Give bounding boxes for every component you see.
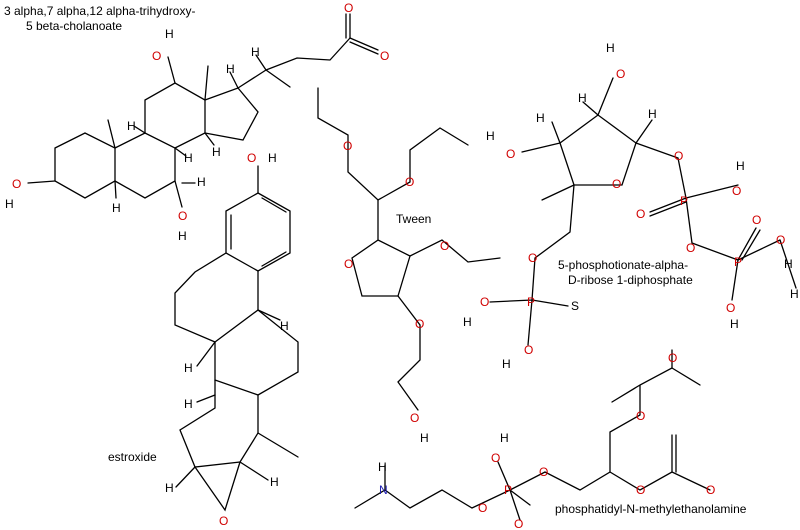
atom-oxygen: O <box>514 517 523 530</box>
phosphatidyl-structure <box>354 349 711 521</box>
atom-hydrogen: H <box>378 460 387 474</box>
atom-nitrogen: N <box>379 483 388 497</box>
atom-hydrogen: H <box>606 41 615 55</box>
atom-oxygen: O <box>524 343 533 357</box>
ribose-structure <box>489 77 797 346</box>
atom-phosphorus: P <box>680 194 688 208</box>
atom-hydrogen: H <box>268 151 277 165</box>
atom-hydrogen: H <box>736 159 745 173</box>
atom-oxygen: O <box>219 514 228 528</box>
atom-hydrogen: H <box>730 317 739 331</box>
atom-oxygen: O <box>726 301 735 315</box>
atom-hydrogen: H <box>536 111 545 125</box>
atom-oxygen: O <box>616 67 625 81</box>
atom-oxygen: O <box>405 175 414 189</box>
atom-hydrogen: H <box>184 361 193 375</box>
atom-oxygen: O <box>528 251 537 265</box>
atom-labels: O H O H O H O O H H H H H H H O H H H H … <box>5 1 799 530</box>
atom-oxygen: O <box>491 451 500 465</box>
atom-oxygen: O <box>344 1 353 15</box>
atom-hydrogen: H <box>790 287 799 301</box>
atom-oxygen: O <box>478 501 487 515</box>
atom-phosphorus: P <box>734 255 742 269</box>
atom-hydrogen: H <box>212 145 221 159</box>
atom-hydrogen: H <box>127 119 136 133</box>
atom-hydrogen: H <box>165 481 174 495</box>
phosphatidyl-label: phosphatidyl-N-methylethanolamine <box>555 502 747 516</box>
atom-oxygen: O <box>752 213 761 227</box>
atom-hydrogen: H <box>270 475 279 489</box>
atom-sulfur: S <box>571 299 579 313</box>
atom-oxygen: O <box>152 49 161 63</box>
estroxide-structure <box>174 165 299 512</box>
atom-hydrogen: H <box>184 397 193 411</box>
atom-hydrogen: H <box>784 257 793 271</box>
atom-hydrogen: H <box>251 45 260 59</box>
atom-oxygen: O <box>380 49 389 63</box>
atom-hydrogen: H <box>486 129 495 143</box>
atom-hydrogen: H <box>648 107 657 121</box>
atom-oxygen: O <box>12 177 21 191</box>
estroxide-label: estroxide <box>108 450 157 464</box>
ribose-label-line2: D-ribose 1-diphosphate <box>568 273 693 287</box>
atom-hydrogen: H <box>280 319 289 333</box>
atom-oxygen: O <box>776 233 785 247</box>
atom-hydrogen: H <box>112 201 121 215</box>
cholanoate-structure <box>27 13 379 208</box>
atom-hydrogen: H <box>178 229 187 243</box>
atom-oxygen: O <box>612 177 621 191</box>
atom-oxygen: O <box>674 149 683 163</box>
atom-hydrogen: H <box>197 175 206 189</box>
atom-hydrogen: H <box>420 431 429 445</box>
atom-oxygen: O <box>506 147 515 161</box>
atom-oxygen: O <box>440 239 449 253</box>
atom-oxygen: O <box>410 411 419 425</box>
atom-oxygen: O <box>247 151 256 165</box>
atom-oxygen: O <box>686 241 695 255</box>
ribose-label-line1: 5-phosphotionate-alpha- <box>558 258 689 272</box>
atom-hydrogen: H <box>184 151 193 165</box>
atom-hydrogen: H <box>578 91 587 105</box>
atom-oxygen: O <box>344 257 353 271</box>
atom-oxygen: O <box>178 209 187 223</box>
cholanoate-label-line1: 3 alpha,7 alpha,12 alpha-trihydroxy- <box>4 4 196 18</box>
atom-hydrogen: H <box>463 315 472 329</box>
atom-phosphorus: P <box>504 483 512 497</box>
atom-oxygen: O <box>636 409 645 423</box>
tween-label: Tween <box>396 212 432 226</box>
atom-hydrogen: H <box>165 27 174 41</box>
atom-hydrogen: H <box>502 357 511 371</box>
atom-oxygen: O <box>343 139 352 153</box>
atom-oxygen: O <box>706 483 715 497</box>
atom-oxygen: O <box>636 207 645 221</box>
atom-phosphorus: P <box>527 295 535 309</box>
tween-structure <box>317 87 501 411</box>
cholanoate-label-line2: 5 beta-cholanoate <box>26 19 123 33</box>
atom-hydrogen: H <box>5 197 14 211</box>
atom-oxygen: O <box>480 295 489 309</box>
atom-oxygen: O <box>636 483 645 497</box>
atom-oxygen: O <box>415 317 424 331</box>
atom-hydrogen: H <box>500 431 509 445</box>
atom-oxygen: O <box>668 351 677 365</box>
atom-oxygen: O <box>539 465 548 479</box>
atom-oxygen: O <box>732 184 741 198</box>
atom-hydrogen: H <box>226 62 235 76</box>
